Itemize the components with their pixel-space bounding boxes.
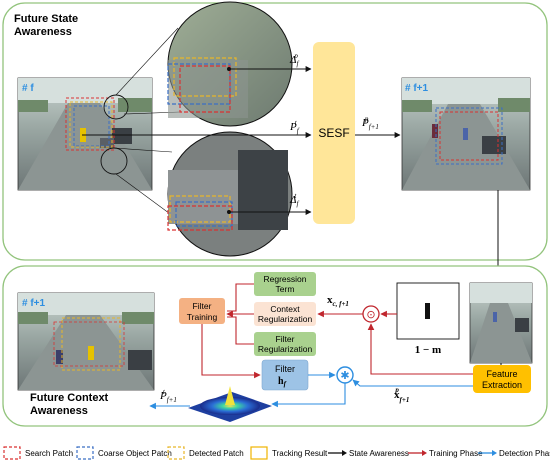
- future-state-title: Future State: [14, 13, 78, 25]
- future-state-title-2: Awareness: [14, 26, 72, 38]
- label-p-t: Pft: [289, 119, 300, 135]
- arrow-training-to-filter: [201, 324, 261, 379]
- frame-f1-top-label: # f+1: [405, 83, 429, 94]
- future-context-title-2: Awareness: [30, 405, 88, 417]
- hadamard-symbol: ⊙: [366, 309, 375, 321]
- regression-term-box: [254, 272, 316, 296]
- future-context-title: Future Context: [30, 392, 109, 404]
- filter-regularization-label: Filter: [276, 334, 295, 344]
- filter-training-label-2: Training: [187, 312, 218, 322]
- legend-item: Detection Phase: [478, 449, 550, 458]
- mask-label: 1 − m: [415, 344, 441, 356]
- legend-item: Detected Patch: [167, 446, 244, 460]
- regression-term-label-2: Term: [276, 284, 295, 294]
- frame-f1-bottom-label: # f+1: [22, 298, 46, 309]
- legend-label: Detected Patch: [189, 449, 244, 458]
- frame-f-image: [17, 77, 153, 191]
- filter-training-box: [179, 298, 225, 324]
- legend-swatch: [250, 446, 268, 460]
- feature-extraction-label: Feature: [486, 369, 517, 379]
- frame-f1-bottom-image: [17, 292, 155, 391]
- legend-item: Training Phase: [408, 449, 483, 458]
- future-state-panel: [2, 2, 548, 261]
- legend-arrowhead: [492, 450, 497, 456]
- legend-label: Tracking Result: [272, 449, 328, 458]
- arrow-feature-to-correlation: [352, 379, 473, 387]
- sesf-label: SESF: [318, 126, 349, 140]
- filter-training-label: Filter: [193, 301, 212, 311]
- filter-regularization-box: [254, 332, 316, 356]
- legend-item: Coarse Object Patch: [76, 446, 172, 460]
- context-regularization-label-2: Regularization: [258, 314, 313, 324]
- legend-swatch: [76, 446, 94, 460]
- legend-item: Tracking Result: [250, 446, 328, 460]
- feature-extraction-box: [473, 365, 531, 393]
- context-regularization-box: [254, 302, 316, 326]
- legend-item: State Awareness: [328, 449, 409, 458]
- regression-term-label: Regression: [264, 274, 307, 284]
- response-map: [188, 386, 272, 422]
- legend-item: Search Patch: [3, 446, 73, 460]
- label-delta-p: Δfp: [289, 52, 299, 68]
- legend-label: State Awareness: [349, 449, 409, 458]
- filter-symbol: hf: [278, 376, 287, 388]
- frame-f1-top-image: [401, 77, 531, 191]
- mask-figure: [425, 303, 430, 319]
- correlation-symbol: ✱: [340, 370, 349, 382]
- legend-label: Search Patch: [25, 449, 73, 458]
- arrow-feature-to-hadamard: [367, 323, 473, 375]
- frame-f1-right-image: [469, 282, 533, 364]
- zoom-circle-bottom: [167, 131, 293, 257]
- label-p-next: Pf+1p: [361, 115, 379, 131]
- label-delta-t: Δft: [289, 192, 299, 208]
- legend: Search Patch Coarse Object Patch Detected …: [3, 446, 550, 460]
- filter-regularization-label-2: Regularization: [258, 344, 313, 354]
- context-regularization-label: Context: [270, 304, 300, 314]
- legend-swatch: [167, 446, 185, 460]
- legend-arrowhead: [422, 450, 427, 456]
- legend-swatch: [3, 446, 21, 460]
- legend-label: Coarse Object Patch: [98, 449, 172, 458]
- legend-arrowhead: [342, 450, 347, 456]
- feature-extraction-label-2: Extraction: [482, 380, 522, 390]
- frame-f-label: # f: [22, 83, 34, 94]
- label-x-context: xc, f+1: [327, 294, 349, 308]
- filter-label: Filter: [275, 364, 295, 374]
- label-x-search: xf+1p: [394, 386, 409, 404]
- label-p-out: Pf+1t: [159, 388, 177, 404]
- arrow-correlation-to-map: [271, 383, 346, 408]
- legend-label: Training Phase: [429, 449, 483, 458]
- legend-label: Detection Phase: [499, 449, 550, 458]
- sesf-module: [313, 42, 355, 224]
- arrow-filterreg-to-training: [227, 316, 254, 345]
- zoom-circle-top: [167, 1, 293, 127]
